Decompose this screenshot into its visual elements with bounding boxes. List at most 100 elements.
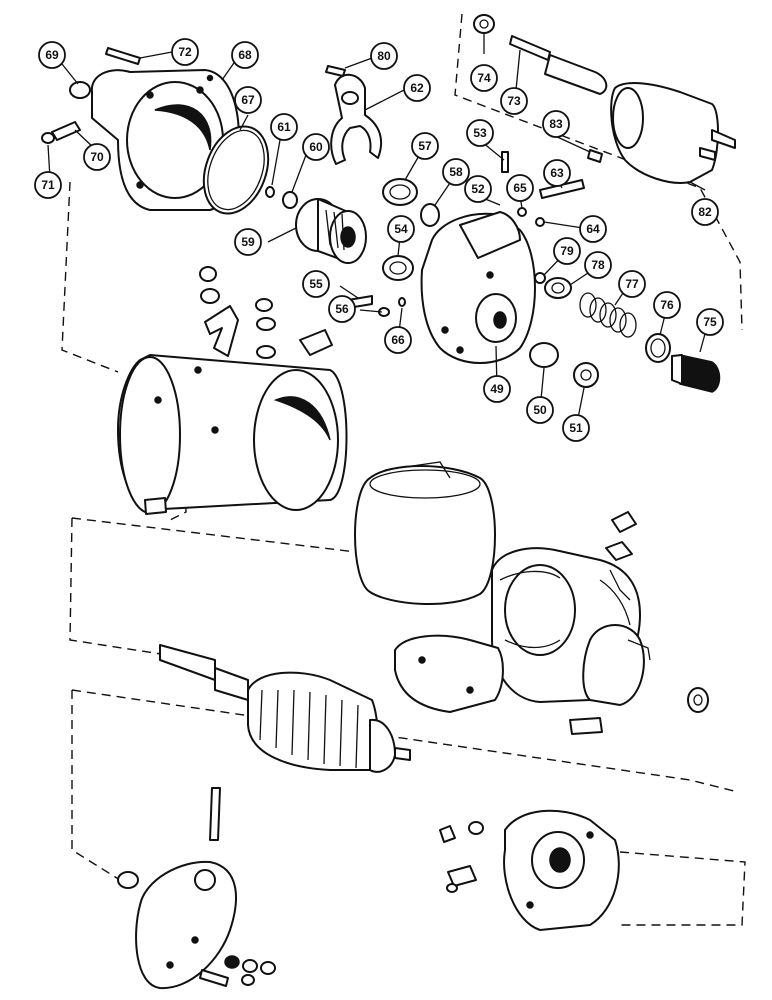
callout-62: 62 — [403, 74, 431, 102]
plunger-75 — [671, 354, 721, 393]
svg-text:82: 82 — [698, 205, 712, 219]
bushing-small-a — [199, 266, 217, 282]
screw-72 — [105, 47, 141, 65]
callout-75: 75 — [696, 308, 724, 336]
solenoid-group-outline — [454, 13, 743, 331]
drive-assembly — [295, 198, 367, 264]
brush-holder — [447, 865, 477, 887]
svg-text:70: 70 — [90, 150, 104, 164]
o-ring — [202, 125, 270, 215]
screw-83 — [587, 149, 603, 163]
pin-bottom — [209, 787, 221, 841]
solenoid — [610, 82, 736, 184]
svg-text:60: 60 — [309, 140, 323, 154]
svg-text:61: 61 — [277, 120, 291, 134]
callout-80: 80 — [370, 42, 398, 70]
plug-66 — [398, 297, 406, 307]
callout-54: 54 — [387, 215, 415, 243]
callout-83: 83 — [542, 110, 570, 138]
svg-text:79: 79 — [560, 244, 574, 258]
svg-text:75: 75 — [703, 315, 717, 329]
washer-71 — [41, 132, 55, 144]
svg-text:49: 49 — [490, 382, 504, 396]
bushing-50 — [529, 342, 559, 368]
svg-text:68: 68 — [238, 48, 252, 62]
pin-53 — [501, 151, 509, 173]
callout-74: 74 — [470, 64, 498, 92]
pole-shoe — [394, 634, 504, 713]
end-plate-group-outline — [619, 851, 746, 926]
callout-59: 59 — [234, 228, 262, 256]
housing-group-outline — [61, 181, 119, 373]
brush-nut — [446, 883, 458, 893]
svg-text:76: 76 — [660, 298, 674, 312]
insulator-b — [256, 317, 276, 331]
armature-group-outline — [71, 689, 739, 881]
svg-text:69: 69 — [45, 48, 59, 62]
terminal-washer — [605, 541, 633, 561]
svg-text:66: 66 — [391, 333, 405, 347]
plunger-73 — [509, 35, 551, 61]
svg-text:51: 51 — [569, 421, 583, 435]
brush-spring — [439, 825, 456, 843]
svg-text:63: 63 — [550, 166, 564, 180]
svg-text:50: 50 — [533, 403, 547, 417]
svg-text:55: 55 — [309, 277, 323, 291]
svg-text:52: 52 — [471, 182, 485, 196]
frame-screw — [144, 497, 167, 515]
callout-69: 69 — [38, 41, 66, 69]
terminal-stud — [611, 511, 637, 533]
callout-63: 63 — [543, 159, 571, 187]
svg-text:80: 80 — [377, 49, 391, 63]
svg-text:72: 72 — [178, 45, 192, 59]
washer-57 — [382, 178, 418, 206]
washer-bottom-3 — [260, 961, 276, 975]
callout-56: 56 — [328, 295, 356, 323]
commutator-end-plate — [135, 860, 237, 990]
brush-end-plate — [503, 809, 620, 931]
callout-72: 72 — [171, 38, 199, 66]
collar-60 — [282, 191, 298, 209]
callout-71: 71 — [34, 171, 62, 199]
bushing-51 — [573, 362, 599, 388]
clip — [299, 329, 333, 356]
drive-end-frame — [420, 211, 536, 364]
callout-67: 67 — [234, 86, 262, 114]
svg-text:64: 64 — [586, 222, 600, 236]
svg-text:53: 53 — [473, 126, 487, 140]
callout-65: 65 — [506, 174, 534, 202]
bushing-small-b — [200, 288, 220, 304]
frame-group-outline — [169, 429, 187, 521]
callout-51: 51 — [562, 414, 590, 442]
bushing — [69, 81, 91, 99]
washer-78 — [544, 277, 572, 299]
svg-text:73: 73 — [507, 94, 521, 108]
svg-text:59: 59 — [241, 235, 255, 249]
insulator-strip — [569, 717, 603, 735]
callout-58: 58 — [442, 158, 470, 186]
washer-bottom-4 — [241, 974, 255, 986]
callout-64: 64 — [579, 215, 607, 243]
seal-58 — [420, 203, 440, 227]
svg-text:54: 54 — [394, 222, 408, 236]
svg-text:58: 58 — [449, 165, 463, 179]
pole-shoe-band — [354, 461, 496, 606]
washer-74 — [473, 14, 495, 34]
ring-76 — [645, 333, 671, 363]
washer-bottom-2 — [242, 959, 258, 973]
svg-text:71: 71 — [41, 178, 55, 192]
svg-text:77: 77 — [625, 277, 639, 291]
svg-text:56: 56 — [335, 302, 349, 316]
shift-lever — [325, 65, 383, 165]
svg-text:74: 74 — [477, 71, 491, 85]
callout-73: 73 — [500, 87, 528, 115]
svg-text:78: 78 — [591, 258, 605, 272]
ring-79 — [534, 272, 546, 284]
spring-77 — [579, 292, 637, 338]
callout-66: 66 — [384, 326, 412, 354]
callout-60: 60 — [302, 133, 330, 161]
ring-64 — [535, 217, 545, 227]
callout-53: 53 — [466, 119, 494, 147]
solenoid-plunger — [544, 54, 608, 95]
